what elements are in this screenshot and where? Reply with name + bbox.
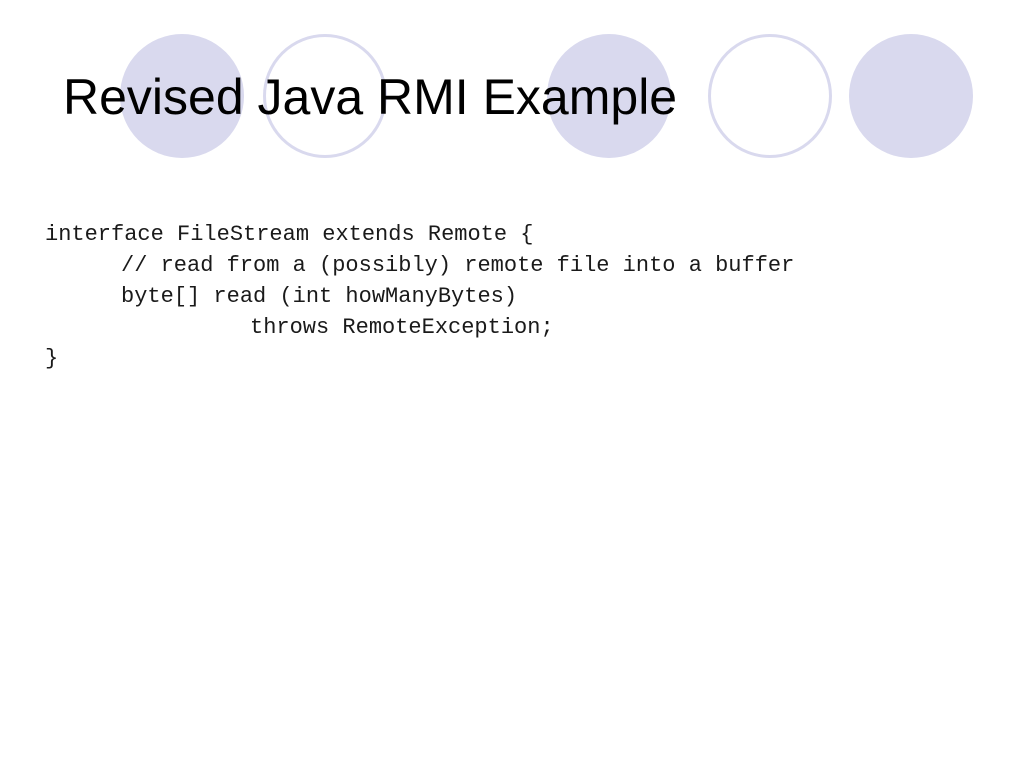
decorative-circle-outline bbox=[708, 34, 832, 158]
decorative-circle-filled bbox=[547, 34, 671, 158]
code-block: interface FileStream extends Remote { //… bbox=[45, 219, 794, 374]
decorative-circle-outline bbox=[263, 34, 387, 158]
code-line-method: byte[] read (int howManyBytes) bbox=[121, 284, 518, 309]
code-line-close-brace: } bbox=[45, 346, 59, 371]
slide-title: Revised Java RMI Example bbox=[63, 69, 678, 125]
decorative-circle-filled bbox=[120, 34, 244, 158]
code-line-interface: interface FileStream extends Remote { bbox=[45, 222, 534, 247]
code-line-comment: // read from a (possibly) remote file in… bbox=[121, 253, 795, 278]
code-line-throws: throws RemoteException; bbox=[250, 315, 554, 340]
decorative-circle-filled bbox=[849, 34, 973, 158]
